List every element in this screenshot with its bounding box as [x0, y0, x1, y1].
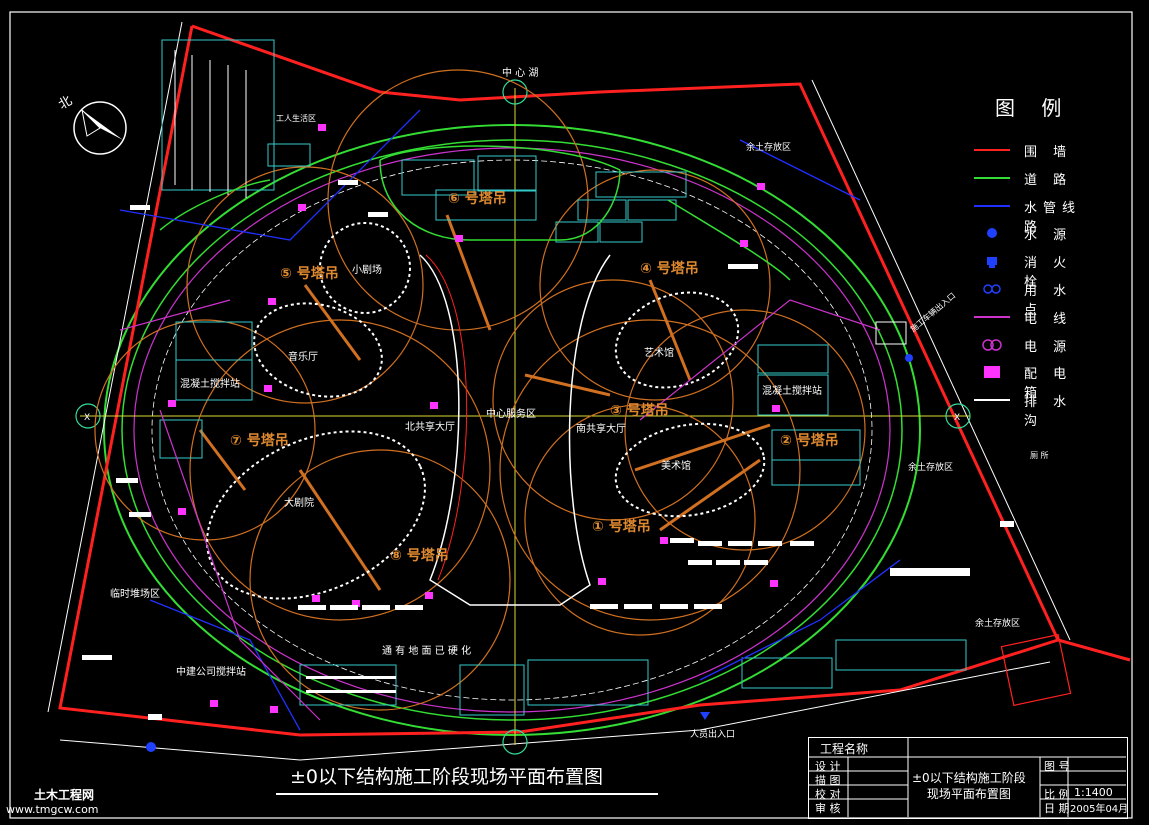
label-right-hall: 厕 所	[1030, 451, 1049, 460]
crane-label-2: ② 号塔吊	[780, 433, 839, 449]
project-name-label: 工程名称	[820, 742, 869, 756]
legend-item-label: 配 电 箱	[1024, 367, 1073, 402]
label-center-lake: 中 心 湖	[502, 68, 539, 79]
tb-scale-value: 1:1400	[1074, 786, 1113, 799]
watermark-url: www.tmgcw.com	[6, 803, 99, 816]
label-spoil-bottom: 余土存放区	[975, 619, 1021, 629]
legend-symbol-icon	[982, 338, 1002, 351]
legend-item: 水管线路	[968, 196, 1088, 235]
label-steel-yard: 临时堆场区	[110, 589, 160, 600]
legend-item: 电 线	[968, 307, 1088, 327]
label-big-theater: 大剧院	[284, 498, 314, 509]
legend-item-label: 水 源	[1024, 228, 1073, 244]
legend-item: 排 水 沟	[968, 390, 1088, 429]
legend-item: 道 路	[968, 168, 1088, 188]
legend-item-label: 道 路	[1024, 172, 1073, 188]
crane-label-8: ⑧ 号塔吊	[390, 548, 449, 564]
label-spoil-top: 余土存放区	[746, 143, 792, 153]
label-hardened: 通 有 地 面 已 硬 化	[382, 646, 472, 657]
label-south-hall: 南共享大厅	[576, 424, 626, 435]
legend-item: 围 墙	[968, 140, 1088, 160]
legend-symbol-icon	[974, 176, 1010, 179]
legend-title: 图 例	[995, 96, 1072, 120]
art-hall-outline	[614, 291, 740, 389]
label-spoil-right: 余土存放区	[908, 463, 954, 473]
label-concert-hall: 音乐厅	[288, 352, 318, 363]
legend-item-label: 电 线	[1024, 311, 1073, 327]
tb-row-check: 校 对	[815, 788, 841, 801]
crane-label-7: ⑦ 号塔吊	[230, 433, 289, 449]
tb-no-label: 图 号	[1044, 760, 1070, 773]
label-art-hall: 艺术馆	[644, 348, 674, 359]
legend-symbol-icon	[974, 149, 1010, 151]
label-north-hall: 北共享大厅	[405, 422, 455, 433]
legend-item: 用 水 点	[968, 279, 1088, 318]
legend-item-label: 用 水 点	[1024, 284, 1073, 318]
drawing-title: ±0以下结构施工阶段现场平面布置图	[290, 766, 604, 788]
label-mix-left: 混凝土搅拌站	[180, 379, 240, 390]
label-worker-dorm: 工人生活区	[276, 114, 316, 123]
tb-drawing-title: ±0以下结构施工阶段 现场平面布置图	[912, 771, 1026, 801]
legend-symbol-icon	[974, 204, 1010, 207]
legend-item-label: 排 水 沟	[1024, 395, 1073, 430]
legend-item-label: 消 火 栓	[1024, 256, 1073, 291]
fine-art-outline	[614, 422, 766, 518]
label-ready-mix: 中建公司搅拌站	[176, 667, 246, 678]
watermark-name: 土木工程网	[34, 788, 95, 802]
svg-text:X: X	[84, 413, 90, 423]
legend-item-label: 电 源	[1024, 339, 1073, 355]
legend-item: 水 源	[968, 223, 1088, 243]
label-fine-art: 美术馆	[661, 461, 691, 472]
legend-item-label: 水管线路	[1024, 200, 1082, 235]
concert-hall-outline	[253, 302, 383, 398]
label-entrance: 人员出入口	[690, 730, 736, 740]
crane-label-6: ⑥ 号塔吊	[448, 191, 507, 207]
crane-label-5: ⑤ 号塔吊	[280, 266, 339, 282]
legend-symbol-icon	[974, 399, 1010, 402]
legend-symbol-icon	[974, 315, 1010, 318]
tb-date-value: 2005年04月	[1070, 804, 1129, 815]
legend-item: 电 源	[968, 335, 1088, 355]
crane-label-1: ① 号塔吊	[592, 519, 651, 535]
tb-date-label: 日 期	[1044, 802, 1070, 815]
legend-item: 消 火 栓	[968, 251, 1088, 290]
tb-row-design: 设 计	[815, 760, 841, 773]
label-small-theater: 小剧场	[352, 265, 382, 276]
label-service-center: 中心服务区	[486, 409, 536, 420]
label-mix-right: 混凝土搅拌站	[762, 386, 822, 397]
crane-label-4: ④ 号塔吊	[640, 261, 699, 277]
small-theater-outline	[319, 222, 411, 314]
legend-symbol-icon	[983, 284, 1001, 294]
tb-scale-label: 比 例	[1044, 788, 1070, 801]
title-underline	[276, 793, 658, 795]
north-arrow-icon	[73, 101, 127, 155]
svg-text:X: X	[954, 413, 960, 423]
title-block	[808, 737, 1128, 819]
big-theater-outline	[206, 430, 426, 600]
tb-row-draw: 描 图	[815, 774, 841, 787]
legend-item-label: 围 墙	[1024, 145, 1073, 160]
tb-row-approve: 审 核	[815, 802, 841, 815]
crane-booms	[198, 214, 771, 591]
legend-symbol-icon	[987, 228, 997, 239]
crane-label-3: ③ 号塔吊	[610, 403, 669, 419]
ring-road-inner	[121, 139, 903, 721]
ring-road-outer	[103, 124, 921, 736]
legend-item: 配 电 箱	[968, 362, 1088, 401]
legend-symbol-icon	[987, 257, 997, 269]
legend-symbol-icon	[984, 366, 1000, 379]
